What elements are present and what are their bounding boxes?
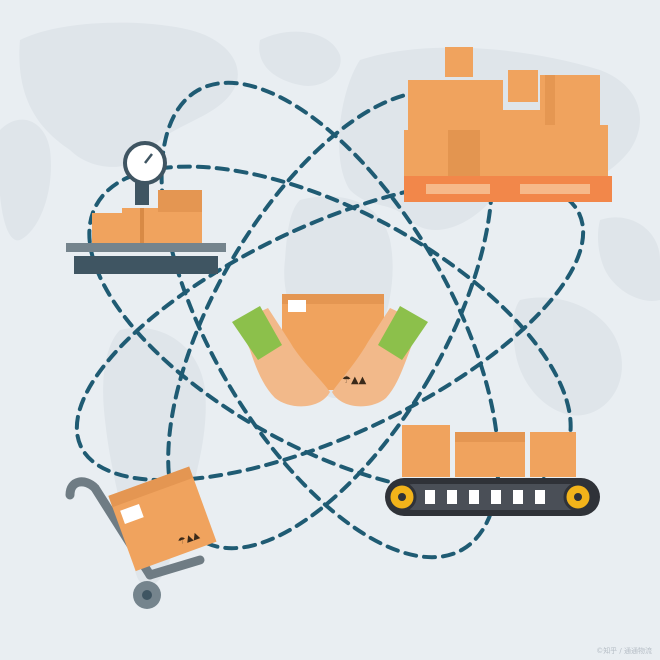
watermark: ©知乎 / 通通物流 <box>596 647 652 655</box>
weighing-scale <box>66 141 226 274</box>
hands-holding-box: ☂▲▲ <box>232 294 428 407</box>
scale-boxes <box>92 190 202 243</box>
svg-text:☂▲▲: ☂▲▲ <box>342 375 367 386</box>
conveyor-belt <box>385 425 600 516</box>
hand-truck: ☂▲▲ <box>65 466 217 609</box>
pallet-stack <box>404 47 612 202</box>
